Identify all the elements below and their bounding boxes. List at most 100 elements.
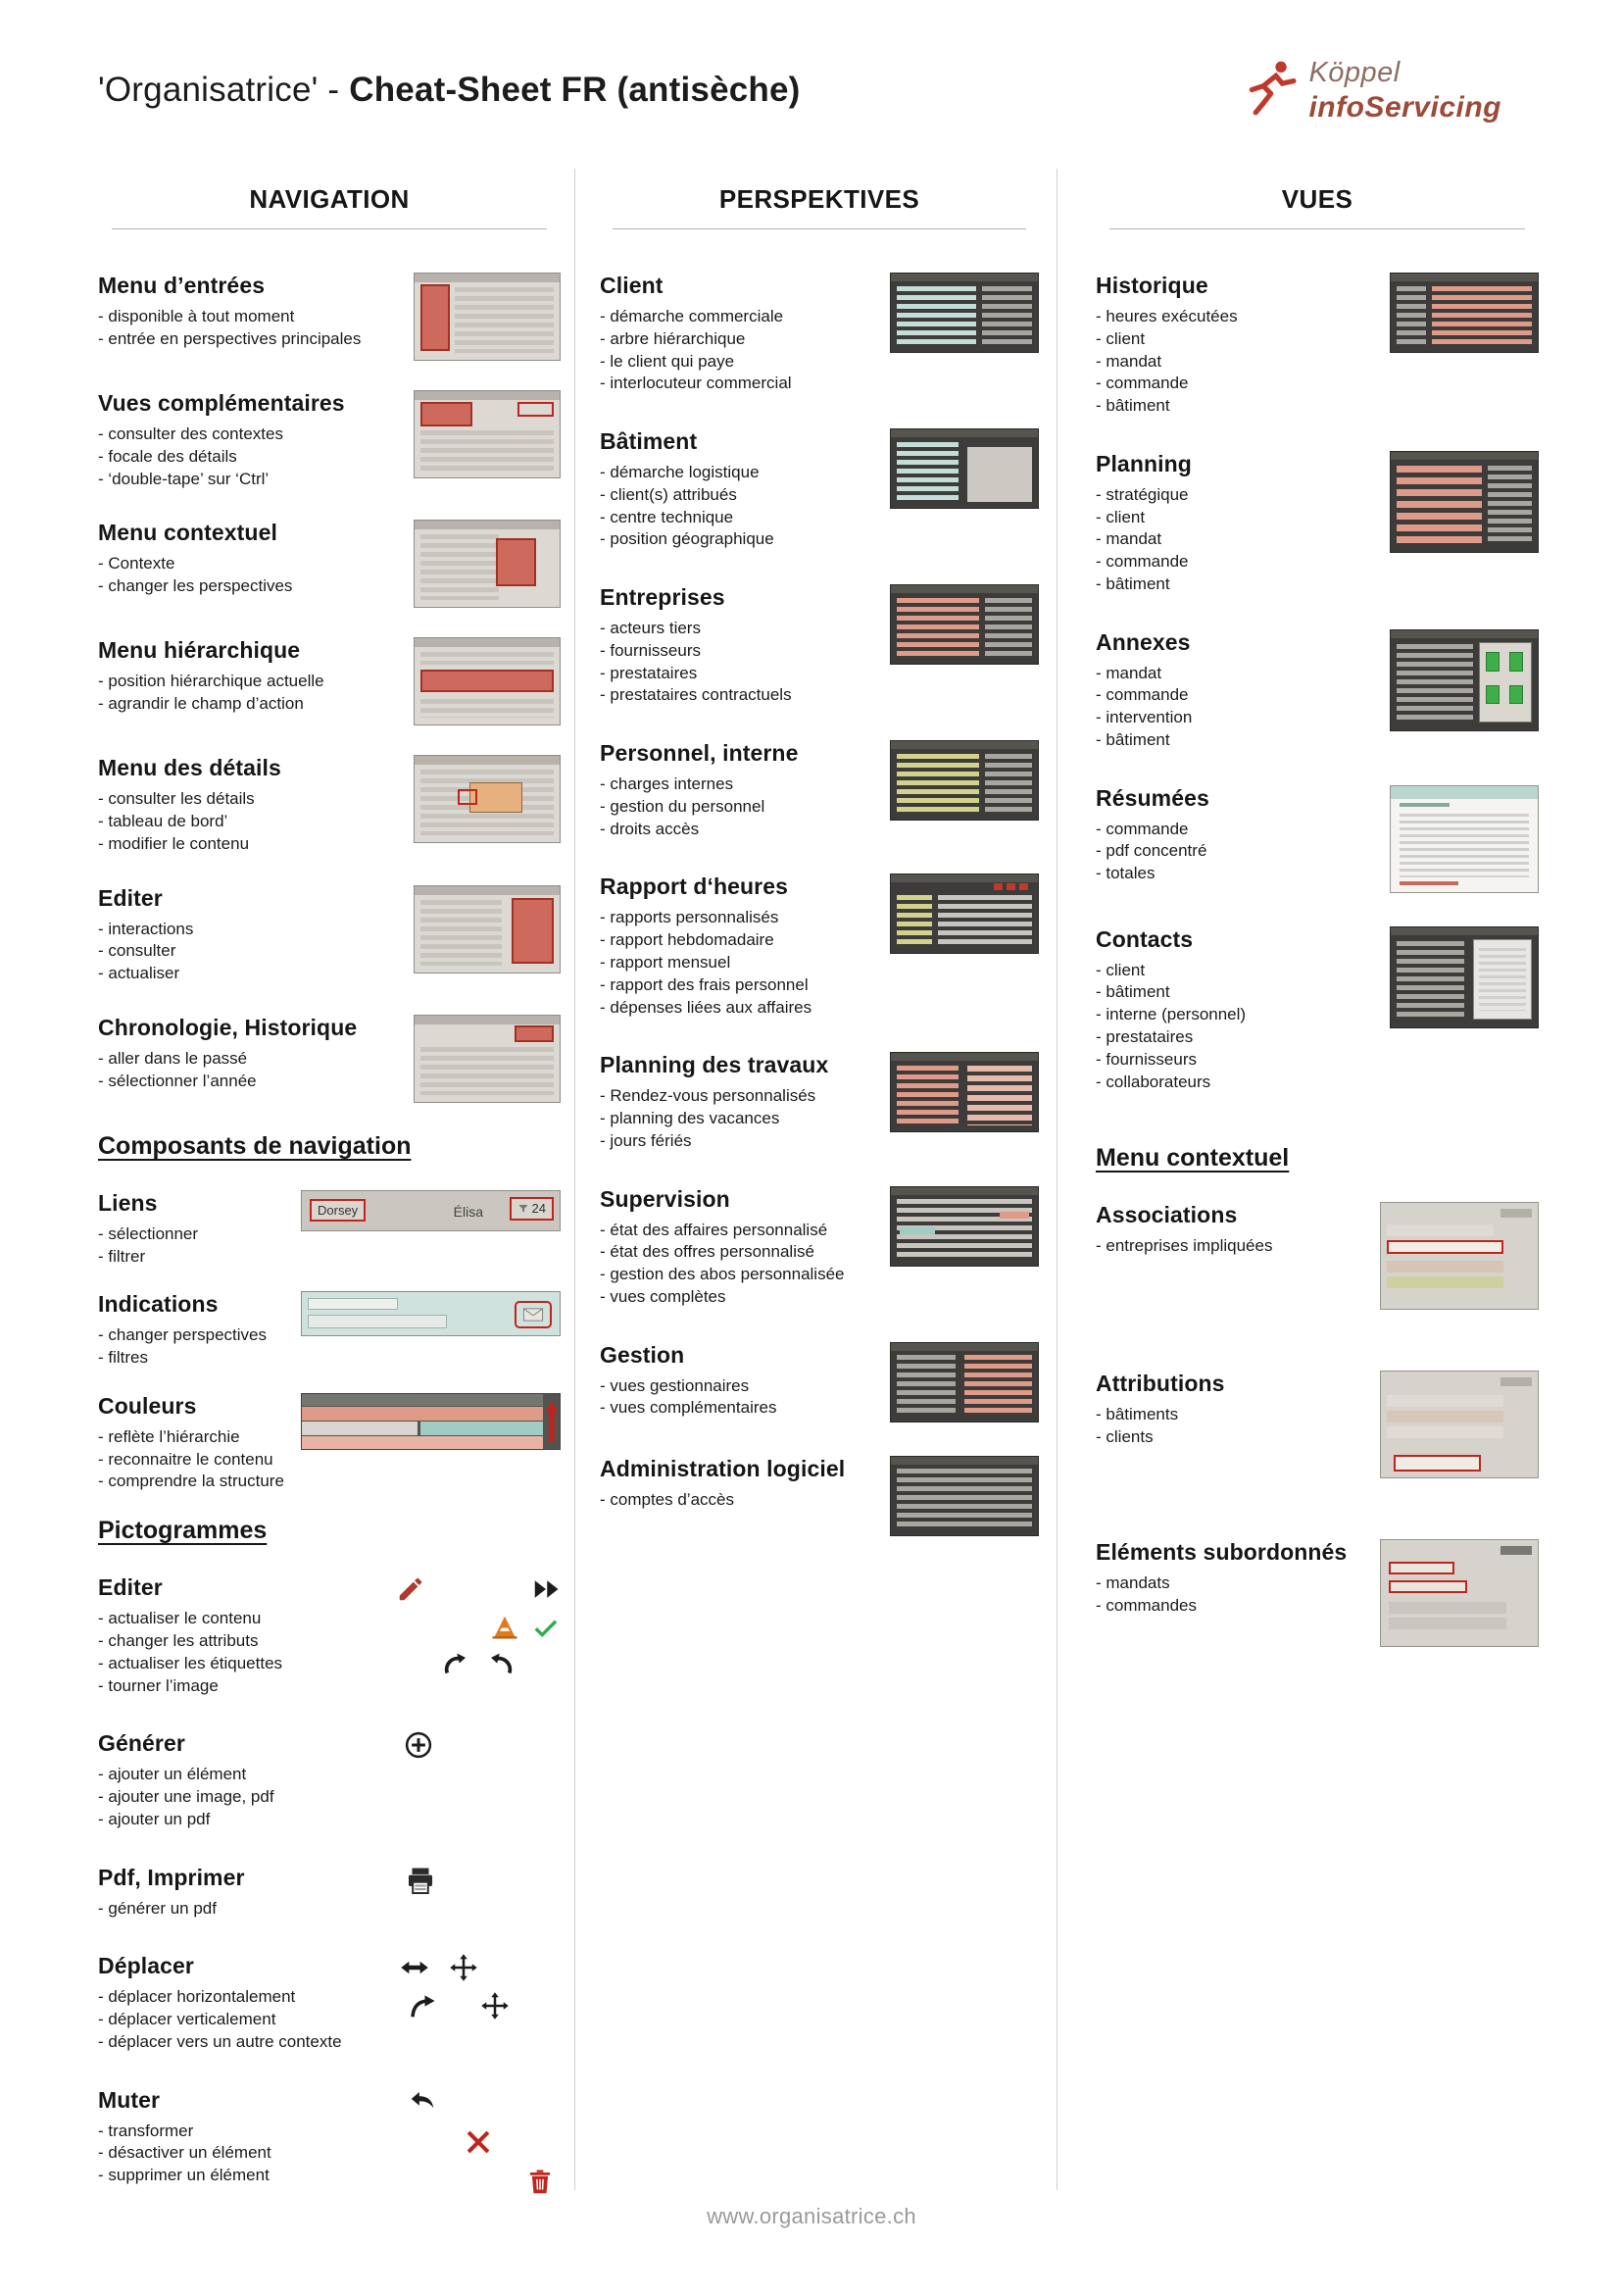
section-menu-hierarchique: Menu hiérarchique - position hiérarchiqu… bbox=[98, 637, 561, 726]
plus-circle-icon bbox=[404, 1730, 433, 1760]
thumb-rows bbox=[897, 597, 979, 658]
bullet: - rapport mensuel bbox=[600, 953, 731, 973]
bullet-list: - heures exécutées- client- mandat- comm… bbox=[1096, 306, 1376, 418]
gestion-screenshot bbox=[890, 1341, 1039, 1423]
bullet: - déplacer verticalement bbox=[98, 2010, 276, 2029]
icon-cluster bbox=[396, 1953, 561, 2029]
bullet: - démarche logistique bbox=[600, 463, 760, 482]
thumb-rows bbox=[419, 698, 555, 719]
section-historique: Historique - heures exécutées- client- m… bbox=[1096, 273, 1539, 418]
row-block bbox=[1389, 1618, 1506, 1630]
bullet: - agrandir le champ d’action bbox=[98, 694, 304, 714]
section-text: Menu d’entrées - disponible à tout momen… bbox=[98, 273, 414, 351]
section-text: Déplacer - déplacer horizontalement- dép… bbox=[98, 1953, 396, 2053]
logo-brand-sub: infoServicing bbox=[1308, 91, 1501, 124]
bullet-list: - rapports personnalisés- rapport hebdom… bbox=[600, 907, 876, 1019]
bullet: - interactions bbox=[98, 919, 194, 938]
icon-row bbox=[396, 2125, 561, 2159]
bullet: - bâtiment bbox=[1096, 396, 1170, 416]
section-text: Associations - entreprises impliquées bbox=[1096, 1202, 1380, 1258]
section-title: Muter bbox=[98, 2086, 161, 2113]
thumb-rows bbox=[1397, 285, 1426, 346]
move-icon bbox=[449, 1953, 478, 1982]
bullet: - tourner l’image bbox=[98, 1675, 219, 1695]
section-title: Menu hiérarchique bbox=[98, 637, 301, 664]
doc-header bbox=[1391, 785, 1538, 799]
menu-details-screenshot bbox=[414, 755, 561, 844]
bullet: - comptes d’accès bbox=[600, 1489, 734, 1509]
bullet: - entreprises impliquées bbox=[1096, 1236, 1273, 1256]
bullet: - bâtiment bbox=[1096, 574, 1170, 593]
page-header: 'Organisatrice' - Cheat-Sheet FR (antisè… bbox=[98, 57, 1529, 125]
bullet-list: - sélectionner- filtrer bbox=[98, 1223, 287, 1269]
administration-screenshot bbox=[890, 1455, 1039, 1536]
section-text: Vues complémentaires - consulter des con… bbox=[98, 390, 414, 490]
bullet-list: - mandat- commande- intervention- bâtime… bbox=[1096, 663, 1376, 752]
bullet-list: - actualiser le contenu- changer les att… bbox=[98, 1608, 382, 1697]
supervision-screenshot bbox=[890, 1185, 1039, 1267]
bullet: - mandats bbox=[1096, 1573, 1170, 1593]
field-box bbox=[308, 1315, 447, 1329]
bullet: - modifier le contenu bbox=[98, 833, 250, 853]
salmon-row bbox=[302, 1406, 543, 1421]
icon-row bbox=[396, 2168, 561, 2197]
section-title: Historique bbox=[1096, 273, 1208, 298]
bullet: - Rendez-vous personnalisés bbox=[600, 1086, 816, 1106]
thumb-rows bbox=[1397, 643, 1473, 723]
highlight-row bbox=[1387, 1240, 1503, 1255]
bullet: - prestataires bbox=[1096, 1027, 1194, 1047]
section-contacts: Contacts - client- bâtiment- interne (pe… bbox=[1096, 925, 1539, 1094]
icon-row bbox=[396, 1613, 561, 1642]
section-planning-des-travaux: Planning des travaux - Rendez-vous perso… bbox=[600, 1052, 1039, 1152]
elements-subordonnes-screenshot bbox=[1380, 1539, 1539, 1648]
doc-lines bbox=[1478, 947, 1527, 1011]
bullet: - rapport hebdomadaire bbox=[600, 930, 774, 950]
icon-row bbox=[396, 1574, 561, 1604]
fast-forward-icon bbox=[531, 1574, 561, 1604]
bullet: - transformer bbox=[98, 2121, 194, 2140]
section-text: Attributions - bâtiments- clients bbox=[1096, 1371, 1380, 1449]
section-couleurs: Couleurs - reflète l’hiérarchie- reconna… bbox=[98, 1392, 561, 1493]
section-text: Bâtiment - démarche logistique- client(s… bbox=[600, 428, 890, 551]
doc-subheader bbox=[1400, 802, 1450, 808]
bullet: - consulter des contextes bbox=[98, 424, 283, 443]
navigation-header: NAVIGATION bbox=[249, 184, 410, 214]
bullet: - vues gestionnaires bbox=[600, 1375, 750, 1395]
icon-row bbox=[396, 2087, 561, 2117]
bullet-list: - transformer- désactiver un élément- su… bbox=[98, 2121, 382, 2187]
section-client: Client - démarche commerciale- arbre hié… bbox=[600, 273, 1039, 395]
section-title: Gestion bbox=[600, 1341, 685, 1368]
bullet: - fournisseurs bbox=[600, 640, 701, 660]
section-text: Chronologie, Historique - aller dans le … bbox=[98, 1015, 414, 1093]
bullet: - filtres bbox=[98, 1348, 148, 1368]
bullet: - interne (personnel) bbox=[1096, 1005, 1247, 1024]
bullet-list: - générer un pdf bbox=[98, 1898, 382, 1921]
bullet: - client(s) attribués bbox=[600, 484, 737, 504]
thumb-rows bbox=[897, 1066, 959, 1125]
thumb-rows bbox=[897, 895, 932, 948]
highlight-box bbox=[495, 537, 537, 587]
bullet: - clients bbox=[1096, 1427, 1154, 1447]
bullet-list: - état des affaires personnalisé- état d… bbox=[600, 1220, 876, 1309]
red-buttons bbox=[994, 883, 1032, 890]
bullet: - changer les attributs bbox=[98, 1631, 259, 1651]
section-text: Pdf, Imprimer - générer un pdf bbox=[98, 1865, 396, 1921]
logo-brand-name: Köppel bbox=[1308, 57, 1401, 88]
bullet-list: - comptes d’accès bbox=[600, 1489, 876, 1512]
thumb-rows bbox=[419, 899, 502, 966]
bullet-list: - position hiérarchique actuelle- agrand… bbox=[98, 671, 400, 716]
salmon-row bbox=[302, 1435, 543, 1449]
section-vues-complementaires: Vues complémentaires - consulter des con… bbox=[98, 390, 561, 490]
picto-pdf-imprimer: Pdf, Imprimer - générer un pdf bbox=[98, 1865, 561, 1921]
vues-complementaires-screenshot bbox=[414, 390, 561, 478]
highlight-box bbox=[419, 669, 555, 692]
icon-cluster bbox=[396, 2087, 561, 2206]
planning-screenshot bbox=[1390, 450, 1539, 553]
curved-arrow-icon bbox=[408, 1991, 437, 2021]
section-text: Client - démarche commerciale- arbre hié… bbox=[600, 273, 890, 395]
section-title: Liens bbox=[98, 1189, 158, 1216]
bullet: - sélectionner l’année bbox=[98, 1071, 257, 1090]
bullet: - actualiser les étiquettes bbox=[98, 1653, 283, 1672]
row-block bbox=[1387, 1275, 1503, 1288]
section-title: Pdf, Imprimer bbox=[98, 1864, 245, 1890]
